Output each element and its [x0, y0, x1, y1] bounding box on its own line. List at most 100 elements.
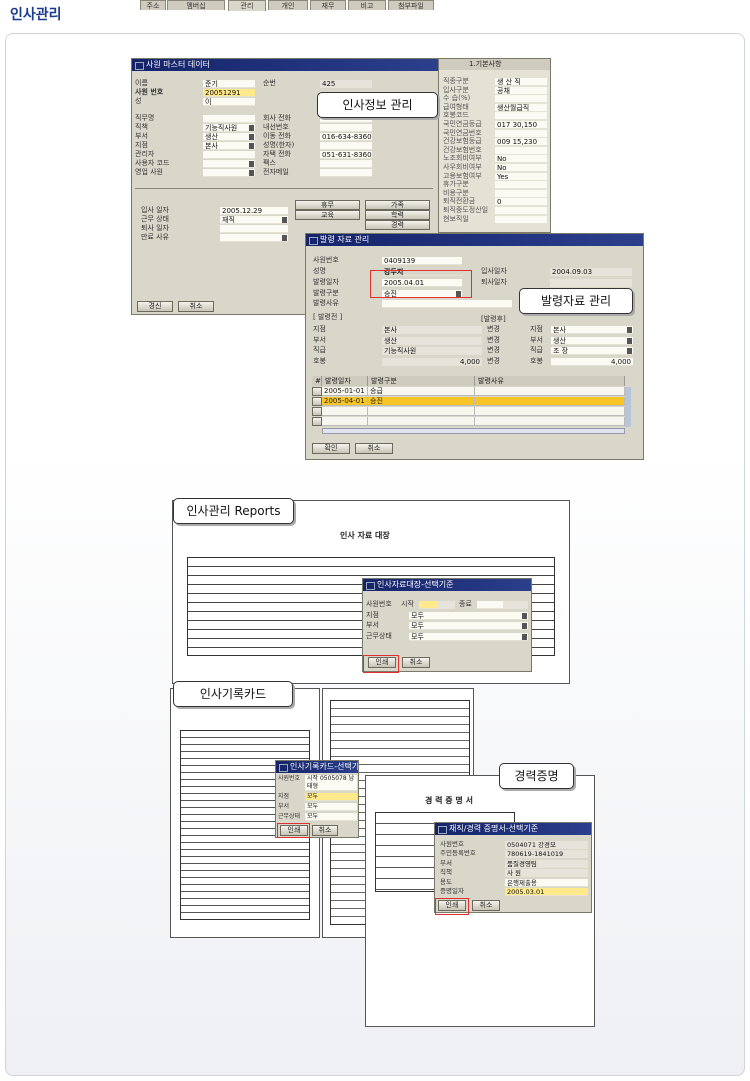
field-value[interactable]: 은행제출용 — [505, 878, 588, 887]
tab-2[interactable]: 관리 — [228, 0, 266, 11]
field-value[interactable]: Yes — [495, 172, 547, 181]
cancel-button[interactable]: 취소 — [312, 825, 338, 836]
field-value[interactable] — [203, 169, 255, 177]
reason-field[interactable] — [382, 300, 512, 308]
ok-button[interactable]: 확인 — [312, 443, 350, 454]
field-value[interactable] — [320, 124, 372, 132]
field-value[interactable] — [495, 112, 547, 121]
grid-cell[interactable] — [368, 407, 475, 416]
cancel-button[interactable]: 취소 — [178, 301, 214, 312]
field-value[interactable]: 016-634-8360 — [320, 133, 372, 141]
field-value[interactable]: 모두 — [409, 632, 528, 641]
field-value[interactable] — [495, 95, 547, 104]
tab-5[interactable]: 비고 — [348, 0, 386, 10]
field-value[interactable]: 조 장 — [551, 347, 633, 356]
field-value[interactable]: 모두 — [305, 813, 357, 821]
basic-info-header[interactable]: 1.기본사항 — [439, 59, 550, 70]
grid-cell[interactable]: 승진 — [368, 397, 475, 406]
field-value[interactable]: 017 30,150 — [495, 121, 547, 129]
grid-cell[interactable] — [475, 417, 625, 426]
field-value[interactable] — [495, 129, 547, 138]
grid-cell[interactable]: 승급 — [368, 387, 475, 396]
cancel-button[interactable]: 취소 — [355, 443, 393, 454]
field-value[interactable]: 모두 — [305, 803, 357, 811]
end-field[interactable] — [477, 601, 503, 609]
grid-cell[interactable] — [475, 397, 625, 406]
tab-button-3[interactable]: 학력 — [365, 210, 430, 220]
tab-button-0[interactable]: 휴무 — [295, 200, 360, 210]
field-value[interactable]: 생 산 직 — [495, 78, 547, 86]
print-button[interactable]: 인쇄 — [280, 825, 308, 836]
print-button[interactable]: 인쇄 — [438, 900, 466, 911]
update-button[interactable]: 경신 — [137, 301, 173, 312]
field-value[interactable]: 공채 — [495, 86, 547, 95]
field-value[interactable]: 모두 — [409, 611, 528, 620]
row-selector[interactable] — [312, 387, 322, 396]
field-value[interactable]: 009 15,230 — [495, 138, 547, 147]
grid-cell[interactable] — [368, 417, 475, 426]
grid-cell[interactable] — [475, 407, 625, 416]
tab-6[interactable]: 첨부파일 — [388, 0, 434, 10]
tab-3[interactable]: 개인 — [268, 0, 308, 10]
field-value[interactable]: 0409139 — [382, 257, 462, 265]
field-value[interactable]: 2005.03.01 — [505, 888, 588, 896]
tab-4[interactable]: 재무 — [310, 0, 346, 10]
tab-button-2[interactable]: 교육 — [295, 210, 360, 220]
field-value[interactable]: 기능직사원 — [203, 124, 255, 132]
field-value[interactable]: 본사 — [203, 142, 255, 150]
field-value[interactable]: No — [495, 155, 547, 164]
start-field-2[interactable] — [437, 601, 455, 609]
field-value[interactable]: No — [495, 164, 547, 172]
field-value[interactable]: 모두 — [409, 622, 528, 630]
grid-cell[interactable] — [322, 417, 368, 426]
tab-button-1[interactable]: 가족 — [365, 200, 430, 210]
cancel-button[interactable]: 취소 — [472, 900, 500, 911]
field-value[interactable] — [495, 189, 547, 198]
field-value[interactable]: 051-631-8360 — [320, 151, 372, 159]
field-value[interactable]: 준기 — [203, 80, 255, 88]
print-button[interactable]: 인쇄 — [368, 657, 396, 668]
row-selector[interactable] — [312, 397, 322, 406]
field-value[interactable] — [203, 160, 255, 168]
field-value[interactable]: 이 — [203, 98, 255, 106]
grid-scrollbar[interactable] — [625, 387, 631, 427]
tab-1[interactable]: 멤버십 — [167, 0, 225, 10]
field-value[interactable]: 생산 — [551, 336, 633, 345]
end-field-2[interactable] — [503, 601, 528, 609]
row-selector[interactable] — [312, 407, 322, 416]
field-value[interactable]: 모두 — [305, 793, 357, 801]
tab-button-4[interactable]: 경력 — [365, 220, 430, 230]
grid-cell[interactable] — [322, 407, 368, 416]
field-value[interactable]: 시작 0505078 남태형 — [305, 775, 357, 791]
field-value[interactable]: 2005.04.01 — [382, 279, 462, 287]
field-value[interactable]: 생산 — [203, 133, 255, 141]
cancel-button[interactable]: 취소 — [402, 657, 430, 668]
field-value[interactable]: 425 — [320, 80, 372, 88]
field-value[interactable] — [495, 181, 547, 190]
field-value[interactable] — [495, 207, 547, 215]
field-value[interactable]: 재직 — [220, 216, 288, 224]
field-value[interactable] — [203, 151, 255, 159]
grid-cell[interactable] — [475, 387, 625, 396]
field-value[interactable] — [320, 142, 372, 150]
field-value[interactable] — [495, 146, 547, 155]
grid-cell[interactable]: 2005-01-01 — [322, 387, 368, 396]
field-value[interactable]: 2005.12.29 — [220, 207, 288, 215]
field-value[interactable]: 4,000 — [551, 357, 633, 366]
field-value[interactable]: 0 — [495, 198, 547, 207]
field-value[interactable] — [495, 215, 547, 224]
grid-cell[interactable]: 2005-04-01 — [322, 397, 368, 406]
field-value[interactable]: 강두지 — [382, 268, 462, 276]
field-value[interactable] — [220, 225, 288, 233]
tab-0[interactable]: 주소 — [140, 0, 166, 10]
start-field[interactable] — [419, 601, 437, 609]
field-value[interactable] — [320, 160, 372, 168]
field-value[interactable] — [320, 115, 372, 123]
field-value[interactable]: 본사 — [551, 326, 633, 334]
row-selector[interactable] — [312, 417, 322, 426]
field-value[interactable] — [220, 234, 288, 242]
grid-h-scrollbar[interactable] — [322, 428, 625, 434]
field-value[interactable] — [203, 115, 255, 123]
field-value[interactable] — [320, 169, 372, 177]
field-value[interactable]: 생산월급직 — [495, 103, 547, 112]
